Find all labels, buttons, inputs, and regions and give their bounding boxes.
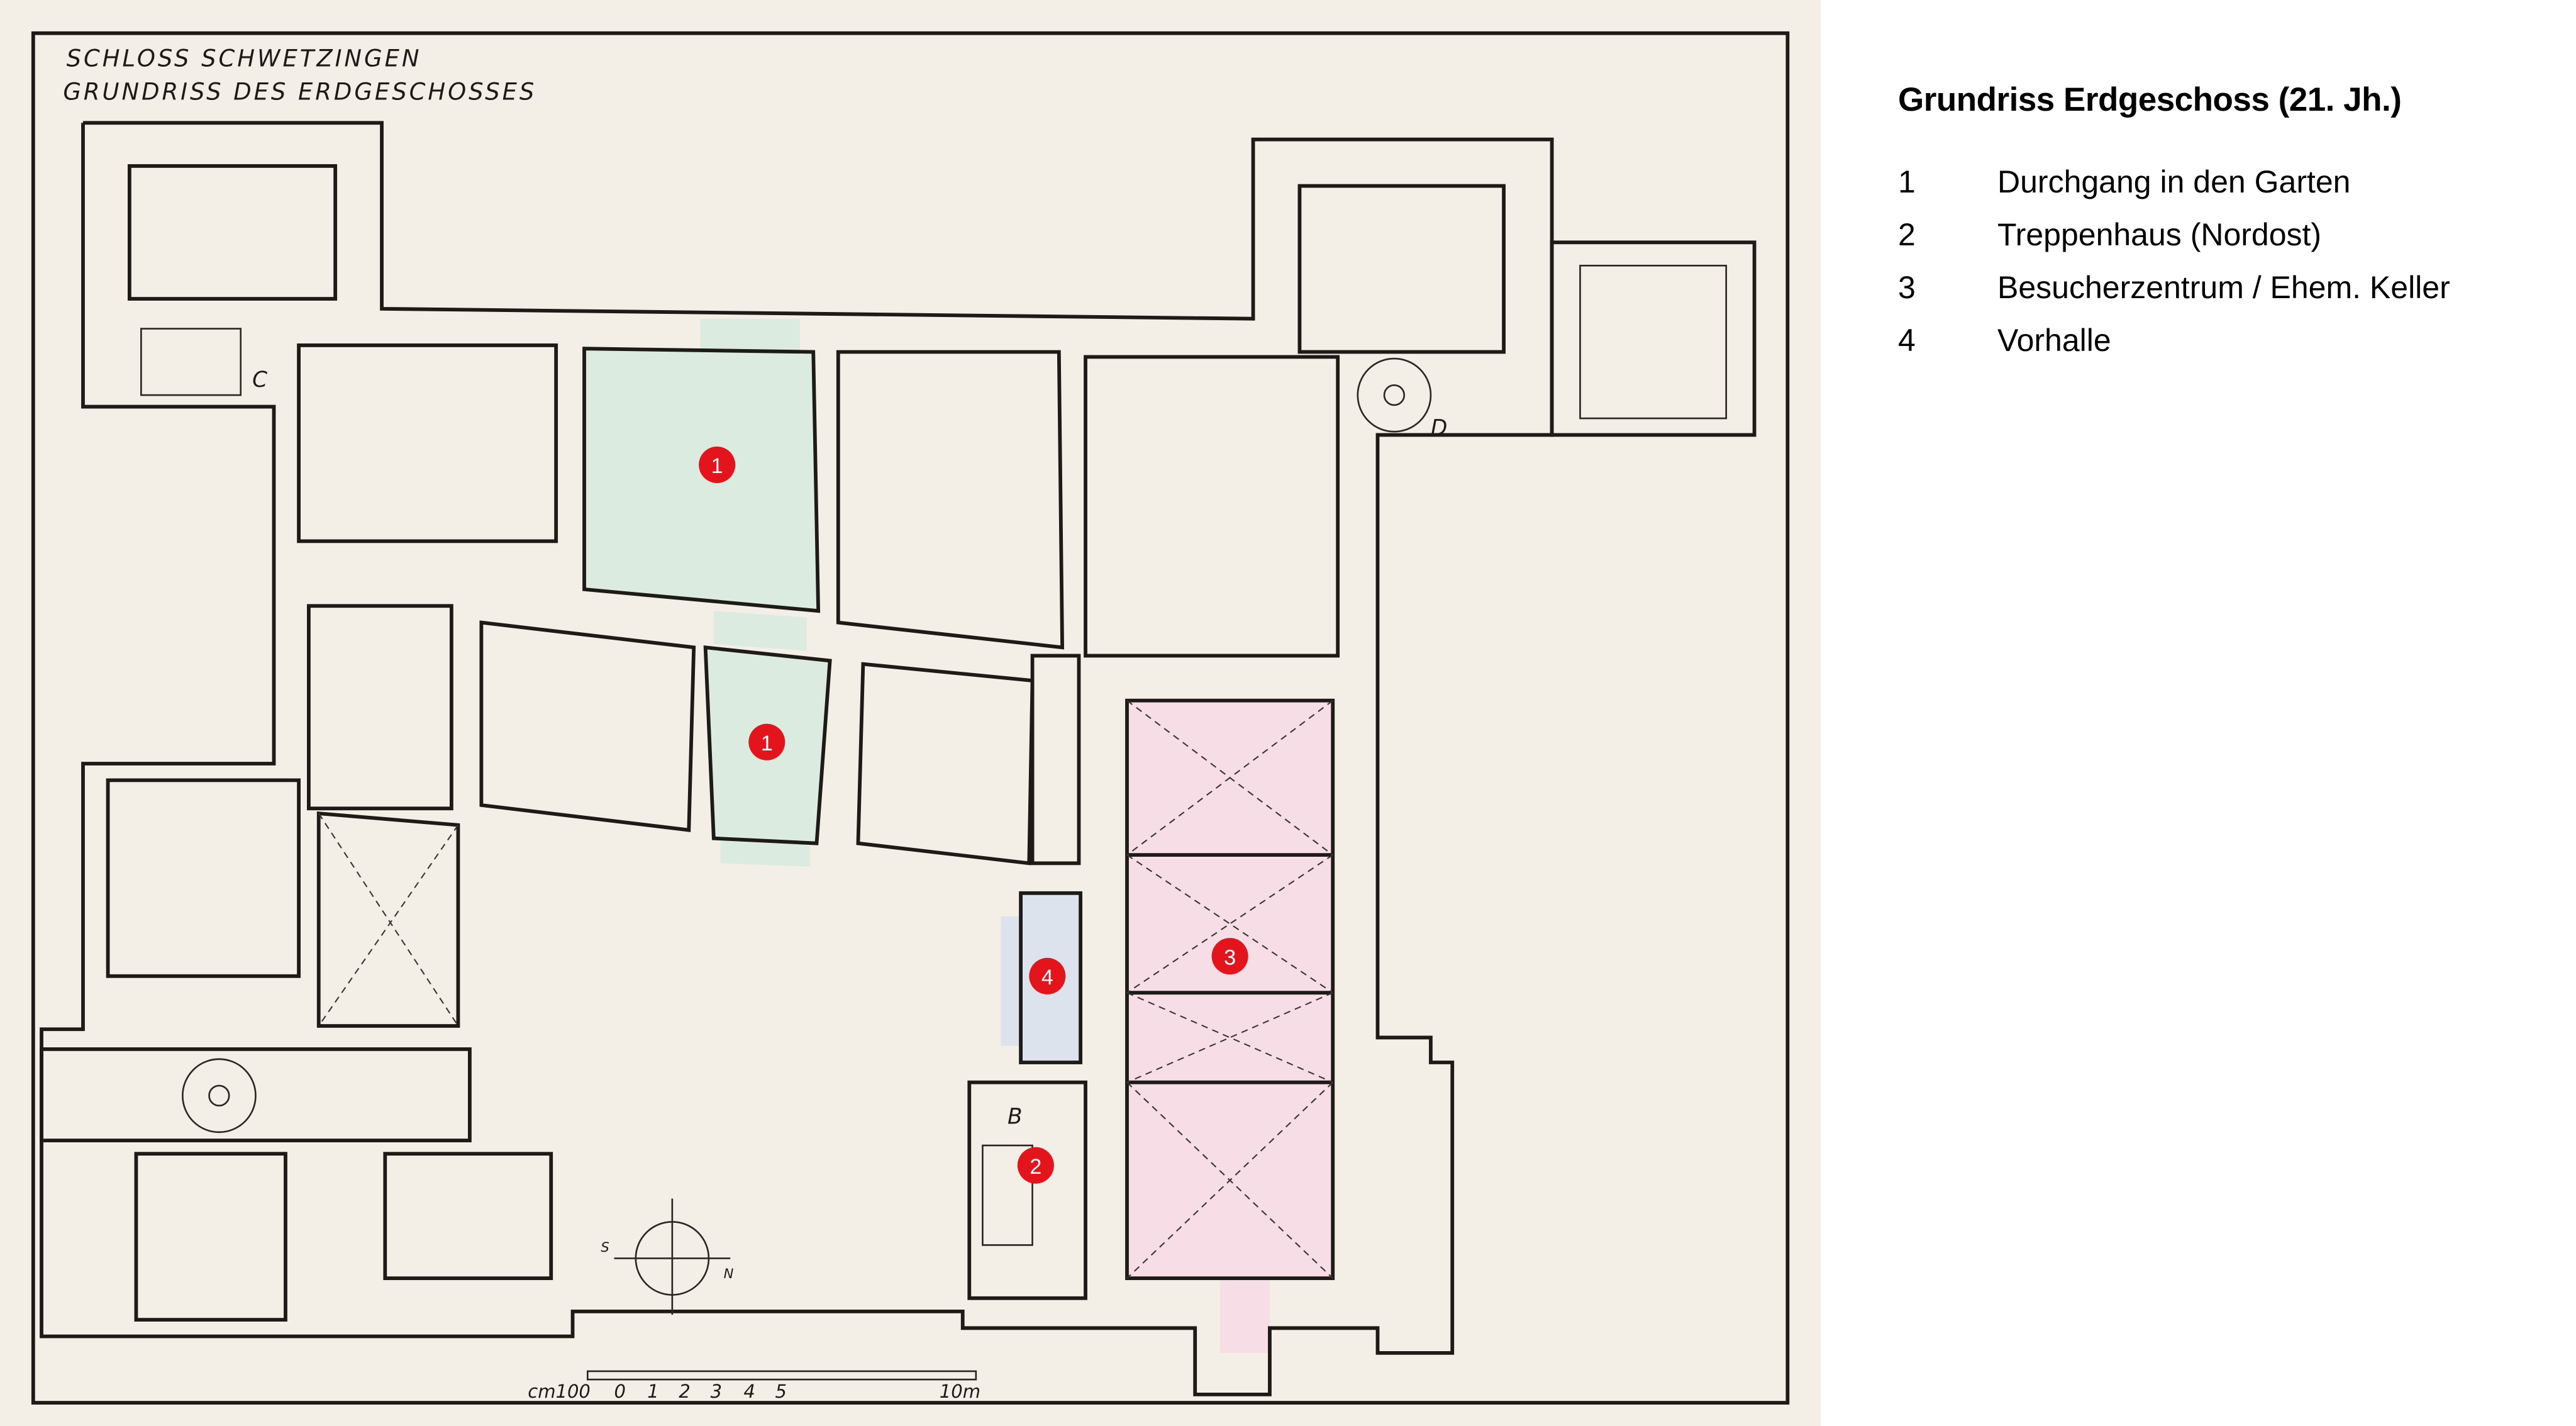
scale-label: 10m xyxy=(940,1381,980,1402)
walls xyxy=(40,121,1757,1396)
legend-label: Besucherzentrum / Ehem. Keller xyxy=(1997,270,2450,305)
marker-label: 1 xyxy=(711,454,723,478)
scale-label: 5 xyxy=(775,1381,787,1402)
zone-durchgang xyxy=(584,318,830,867)
marker-1-upper[interactable]: 1 xyxy=(699,446,736,483)
compass-n-label: N xyxy=(724,1266,736,1281)
room-letter-c: C xyxy=(252,367,270,393)
legend-num: 3 xyxy=(1898,270,1916,305)
marker-label: 4 xyxy=(1041,966,1053,989)
legend-label: Treppenhaus (Nordost) xyxy=(1997,217,2322,252)
plan-frame xyxy=(31,31,1790,1405)
marker-4[interactable]: 4 xyxy=(1029,957,1066,994)
compass-rose: N S xyxy=(601,1198,736,1315)
legend-label: Vorhalle xyxy=(1997,323,2111,358)
scale-label: 2 xyxy=(679,1381,690,1402)
marker-label: 3 xyxy=(1224,945,1236,969)
legend-title: Grundriss Erdgeschoss (21. Jh.) xyxy=(1898,81,2402,118)
legend-item: 3 Besucherzentrum / Ehem. Keller xyxy=(1898,261,2450,314)
legend-num: 4 xyxy=(1898,323,1916,358)
legend-num: 2 xyxy=(1898,217,1916,252)
legend-num: 1 xyxy=(1898,164,1916,199)
legend: Grundriss Erdgeschoss (21. Jh.) 1 Durchga… xyxy=(1898,81,2450,367)
room-letter-b: B xyxy=(1008,1105,1025,1130)
legend-label: Durchgang in den Garten xyxy=(1997,164,2351,199)
scale-label: cm100 xyxy=(528,1381,591,1402)
marker-1-lower[interactable]: 1 xyxy=(748,723,786,760)
stairs xyxy=(140,328,1432,1246)
scale-label: 4 xyxy=(743,1381,755,1402)
marker-label: 1 xyxy=(761,732,773,755)
legend-item: 2 Treppenhaus (Nordost) xyxy=(1898,208,2450,261)
scale-label: 0 xyxy=(614,1381,626,1402)
marker-2[interactable]: 2 xyxy=(1017,1147,1054,1184)
scale-bar: cm100 0 1 2 3 4 5 10m xyxy=(528,1370,980,1402)
compass-s-label: S xyxy=(601,1239,611,1255)
scale-label: 3 xyxy=(711,1381,722,1402)
marker-3[interactable]: 3 xyxy=(1211,938,1248,975)
vault-lines xyxy=(318,699,1333,1279)
legend-item: 4 Vorhalle xyxy=(1898,314,2450,367)
zone-besucherzentrum xyxy=(1127,700,1333,1353)
plan-title-line2: GRUNDRISS DES ERDGESCHOSSES xyxy=(63,78,536,105)
legend-item: 1 Durchgang in den Garten xyxy=(1898,155,2450,208)
paper-background xyxy=(0,0,1821,1426)
scale-label: 1 xyxy=(647,1381,658,1402)
marker-label: 2 xyxy=(1030,1155,1041,1179)
plan-title-line1: SCHLOSS SCHWETZINGEN xyxy=(67,45,422,72)
room-letter-d: D xyxy=(1431,415,1450,440)
